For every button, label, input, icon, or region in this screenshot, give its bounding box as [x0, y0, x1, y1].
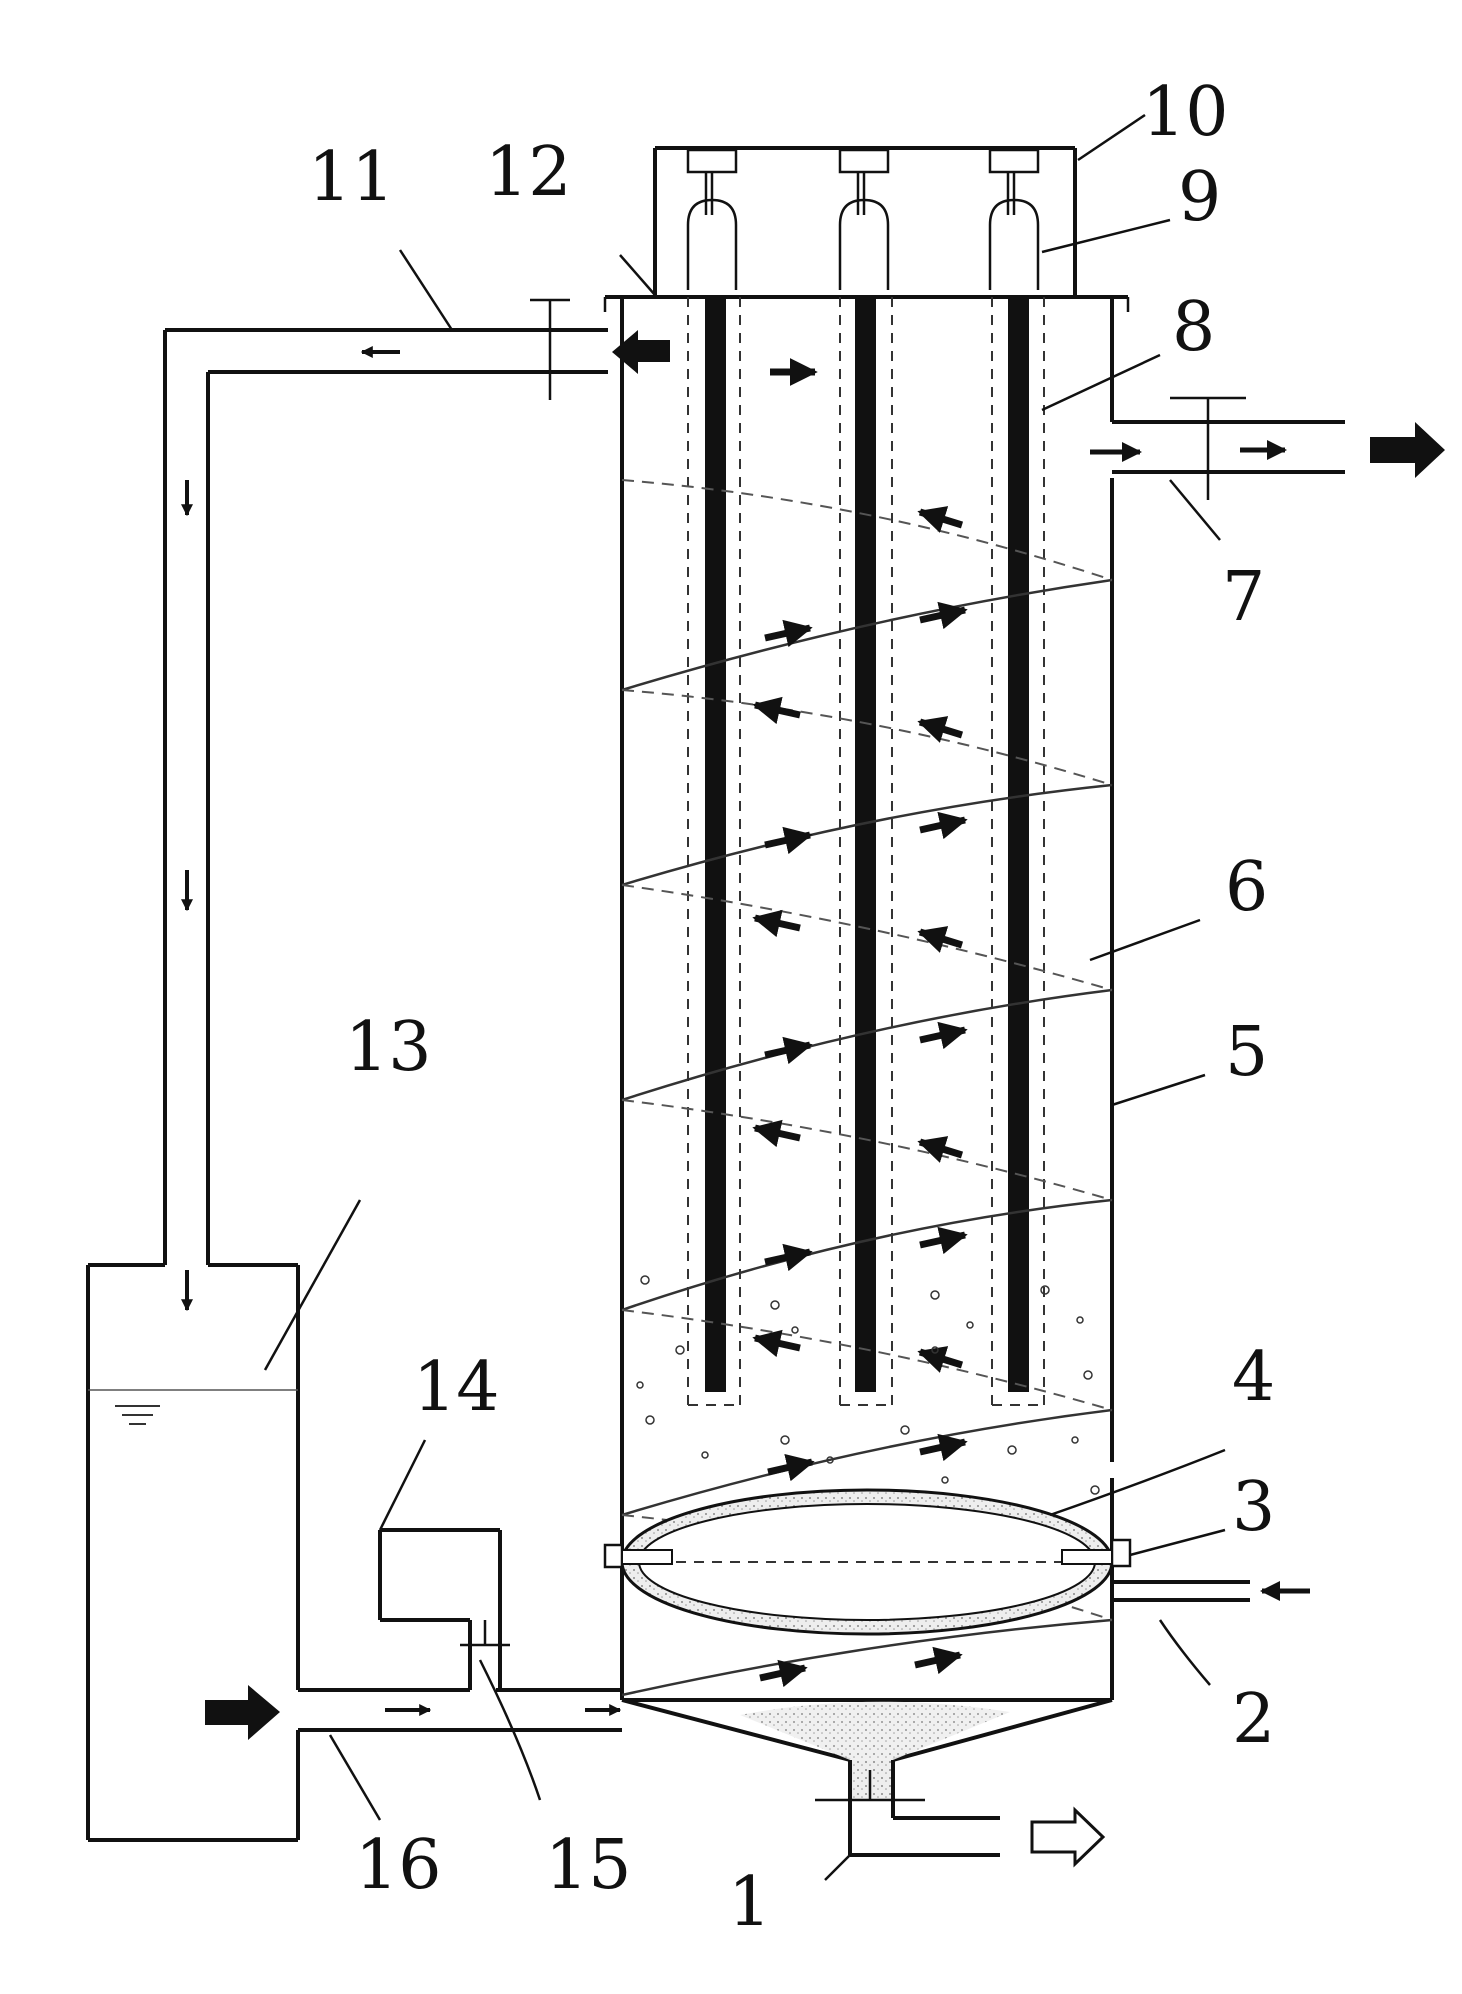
air-inlet-pipe	[1112, 1580, 1310, 1602]
feed-pipe	[205, 1685, 622, 1740]
label-9: 9	[1178, 158, 1221, 237]
label-12: 12	[485, 133, 572, 212]
feed-in-arrow	[205, 1685, 280, 1740]
label-13: 13	[345, 1008, 432, 1087]
label-6: 6	[1225, 848, 1268, 927]
sludge-out-arrow	[1030, 1806, 1106, 1868]
dosing-box	[378, 1528, 510, 1690]
label-1: 1	[728, 1863, 771, 1942]
leader-lines	[263, 113, 1226, 1881]
label-5: 5	[1225, 1013, 1268, 1092]
sludge-discharge-pipe	[815, 1760, 1106, 1868]
label-10: 10	[1142, 73, 1229, 152]
label-8: 8	[1172, 288, 1215, 367]
outlet-arrow	[1370, 422, 1445, 478]
label-15: 15	[545, 1826, 632, 1905]
label-16: 16	[355, 1826, 442, 1905]
ring-aerator	[620, 1488, 1114, 1636]
gas-bubbles	[636, 1275, 1100, 1504]
electrode-right	[988, 172, 1045, 1406]
sediment	[740, 1701, 1010, 1800]
label-7: 7	[1222, 558, 1265, 637]
label-14: 14	[413, 1348, 500, 1427]
label-4: 4	[1232, 1338, 1275, 1417]
outlet-pipe	[1090, 396, 1445, 500]
electrodes	[686, 172, 1045, 1406]
number-labels: 1 2 3 4 5 6 7 8 9 10 11 12 13 14 15 16	[308, 73, 1275, 1942]
label-11: 11	[308, 138, 395, 217]
label-3: 3	[1232, 1468, 1275, 1547]
electrode-middle	[838, 172, 893, 1406]
recycle-pipe	[163, 298, 670, 1312]
aerator-fittings	[603, 1538, 1132, 1569]
label-2: 2	[1232, 1680, 1275, 1759]
electrode-left	[686, 172, 741, 1406]
electrode-housing	[653, 146, 1077, 297]
storage-tank	[86, 1263, 300, 1842]
